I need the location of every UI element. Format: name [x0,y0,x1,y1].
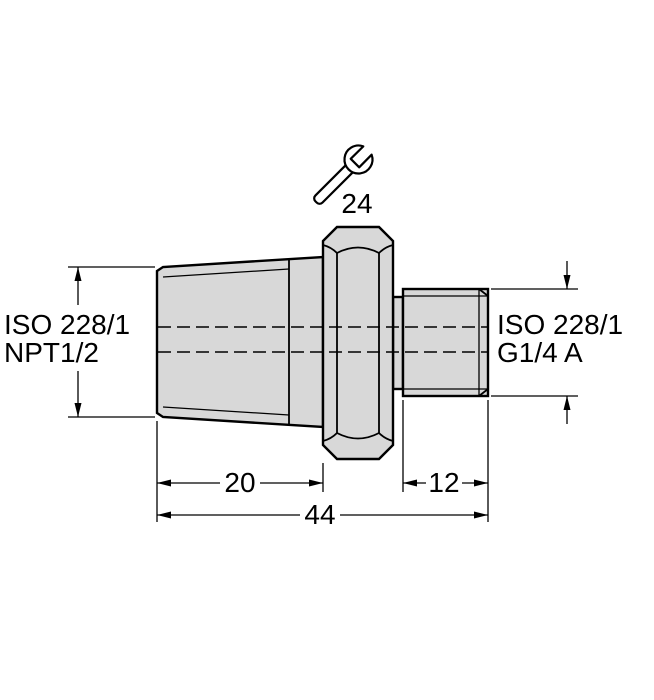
dim-44-label: 44 [304,499,335,530]
npt-thread-body-group [155,255,325,429]
right-dim-arrow-up [563,396,571,410]
dim-20: 20 [157,467,323,498]
dim-44-arrow-right [474,511,488,519]
g-thread-chamfer-bottom [478,388,489,397]
bottom-extension-lines [156,400,489,522]
npt-thread-root-line-top [162,268,290,278]
dim-20-label: 20 [224,467,255,498]
undercut-neck [391,295,405,391]
left-thread-size-label: NPT1/2 [4,337,99,368]
left-thread-standard-label: ISO 228/1 [4,309,130,340]
npt-thread-body [155,255,325,429]
g-thread-chamfer-top [478,288,489,297]
dim-20-arrow-left [157,479,171,487]
left-dim-arrow-down [74,403,82,417]
dim-12: 12 [403,467,488,498]
dim-44: 44 [157,499,488,530]
wrench-icon [313,144,374,205]
bore-hidden-lines [158,326,487,353]
dim-44-arrow-left [157,511,171,519]
right-dim-arrow-down [563,275,571,289]
hex-facet-arc-top-middle [336,246,380,254]
right-thread-size-label: G1/4 A [497,337,583,368]
hex-facet-arc-bottom-right [378,432,394,442]
dim-12-arrow-right [474,479,488,487]
hex-nut-body [321,225,395,461]
hex-facet-arc-bottom-left [322,432,338,442]
left-diameter-dimension [68,266,155,418]
hex-nut-group [321,225,395,461]
npt-thread-root-line-bottom [162,406,290,416]
dim-12-label: 12 [428,467,459,498]
hex-facet-arc-bottom-middle [336,432,380,440]
dim-12-arrow-left [403,479,417,487]
dim-20-arrow-right [309,479,323,487]
hex-facet-arc-top-right [378,244,394,254]
left-dim-arrow-up [74,267,82,281]
wrench-size-label: 24 [341,188,372,219]
right-diameter-dimension [491,261,578,424]
right-thread-standard-label: ISO 228/1 [497,309,623,340]
g-thread-body [401,287,490,398]
wrench-head [343,144,374,175]
hex-facet-arc-top-left [322,244,338,254]
g-thread-body-group [401,287,490,398]
